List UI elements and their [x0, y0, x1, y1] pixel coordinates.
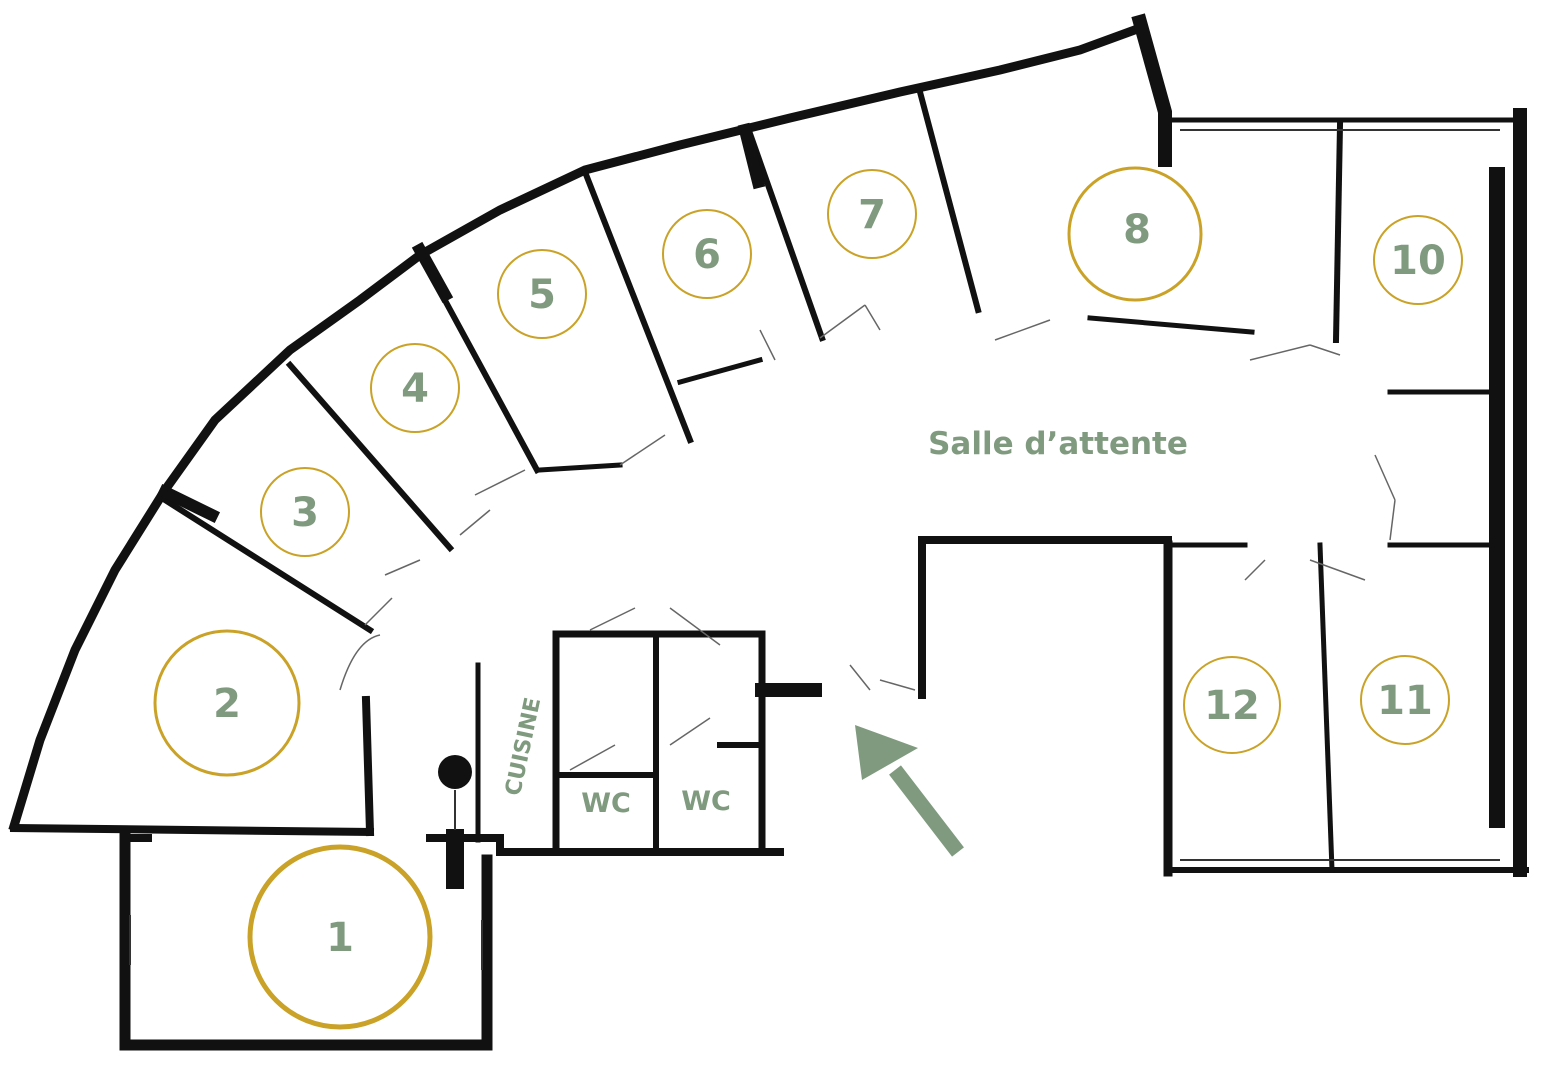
room-label-1: 1: [326, 915, 354, 961]
room-label-11: 11: [1377, 678, 1433, 724]
room-1-circle: [247, 844, 433, 1030]
room-2-circle: [153, 629, 301, 777]
outer-walls: [8, 13, 1529, 1051]
wc-label-left: WC: [581, 788, 631, 819]
windows: [129, 129, 1500, 970]
room-8-circle: [1067, 166, 1203, 302]
room-label-7: 7: [858, 192, 886, 238]
column-icon: [438, 755, 472, 789]
room-label-12: 12: [1204, 683, 1260, 729]
room-label-4: 4: [401, 366, 429, 412]
room-5-circle: [497, 249, 587, 339]
room-7-circle: [827, 169, 917, 259]
room-6-circle: [662, 209, 752, 299]
room-label-3: 3: [291, 490, 319, 536]
room-10-circle: [1373, 215, 1463, 305]
room-4-circle: [370, 343, 460, 433]
room-labels: 1 2 3 4 5 6 7 8 10 11 12: [213, 192, 1446, 961]
partition-walls: [156, 88, 1500, 873]
wc-label-right: WC: [681, 786, 731, 817]
doors: [339, 304, 1396, 771]
room-label-8: 8: [1123, 207, 1151, 253]
room-label-6: 6: [693, 232, 721, 278]
waiting-room-label: Salle d’attente: [928, 426, 1188, 462]
entrance-arrow-icon: [855, 725, 964, 857]
room-11-circle: [1360, 655, 1450, 745]
room-12-circle: [1183, 656, 1281, 754]
room-3-circle: [260, 467, 350, 557]
room-markers: [153, 166, 1463, 1030]
kitchen-label: CUISINE: [501, 695, 546, 798]
room-label-5: 5: [528, 272, 556, 318]
room-label-2: 2: [213, 681, 241, 727]
room-label-10: 10: [1390, 238, 1446, 284]
